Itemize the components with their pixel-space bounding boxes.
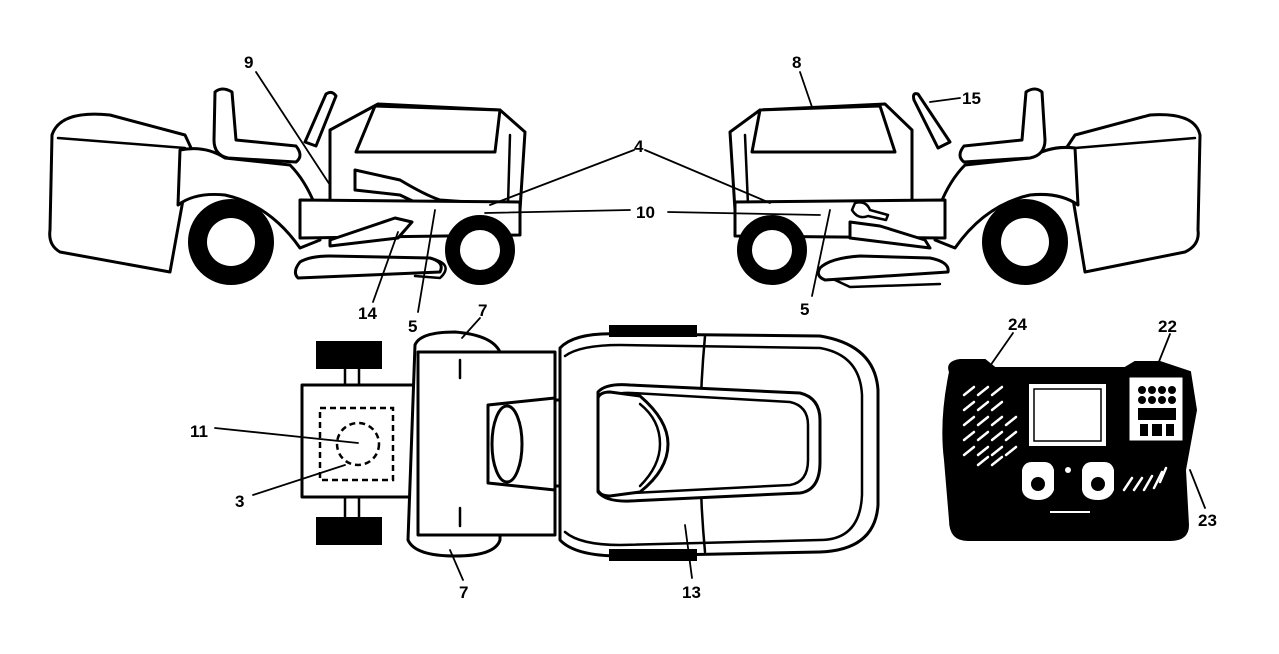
callout-4: 4: [634, 137, 644, 156]
callout-22: 22: [1158, 317, 1177, 336]
dashed-circle-decal: [335, 421, 381, 467]
callout-9: 9: [244, 53, 253, 72]
side-view-left: [48, 87, 527, 285]
top-view: [300, 325, 880, 561]
mower-deck-right: [816, 254, 950, 282]
rear-tire-bottom: [316, 517, 382, 545]
callout-15: 15: [962, 89, 981, 108]
callout-7-bottom: 7: [459, 583, 468, 602]
control-panel: [942, 359, 1198, 541]
callout-14: 14: [358, 304, 377, 323]
seat-left: [212, 87, 302, 164]
callout-5-right: 5: [800, 300, 809, 319]
rear-tire-top: [316, 341, 382, 369]
callout-labels: 9 8 15 4 10 14 5 5 7 11 3 7 13 24 22 23: [190, 53, 1217, 602]
callout-5-left: 5: [408, 317, 417, 336]
callout-7-top: 7: [478, 301, 487, 320]
callout-24: 24: [1008, 315, 1027, 334]
callout-3: 3: [235, 492, 244, 511]
callout-11: 11: [190, 422, 208, 441]
callout-23: 23: [1198, 511, 1217, 530]
leader-lines: [214, 71, 1206, 581]
callout-8: 8: [792, 53, 801, 72]
callout-13: 13: [682, 583, 701, 602]
side-view-right: [728, 87, 1202, 289]
grass-bag-right: [1063, 113, 1202, 274]
callout-10: 10: [636, 203, 655, 222]
dashed-mount-area: [318, 406, 395, 482]
seat-right: [958, 87, 1047, 164]
mower-deck-left: [293, 254, 443, 280]
